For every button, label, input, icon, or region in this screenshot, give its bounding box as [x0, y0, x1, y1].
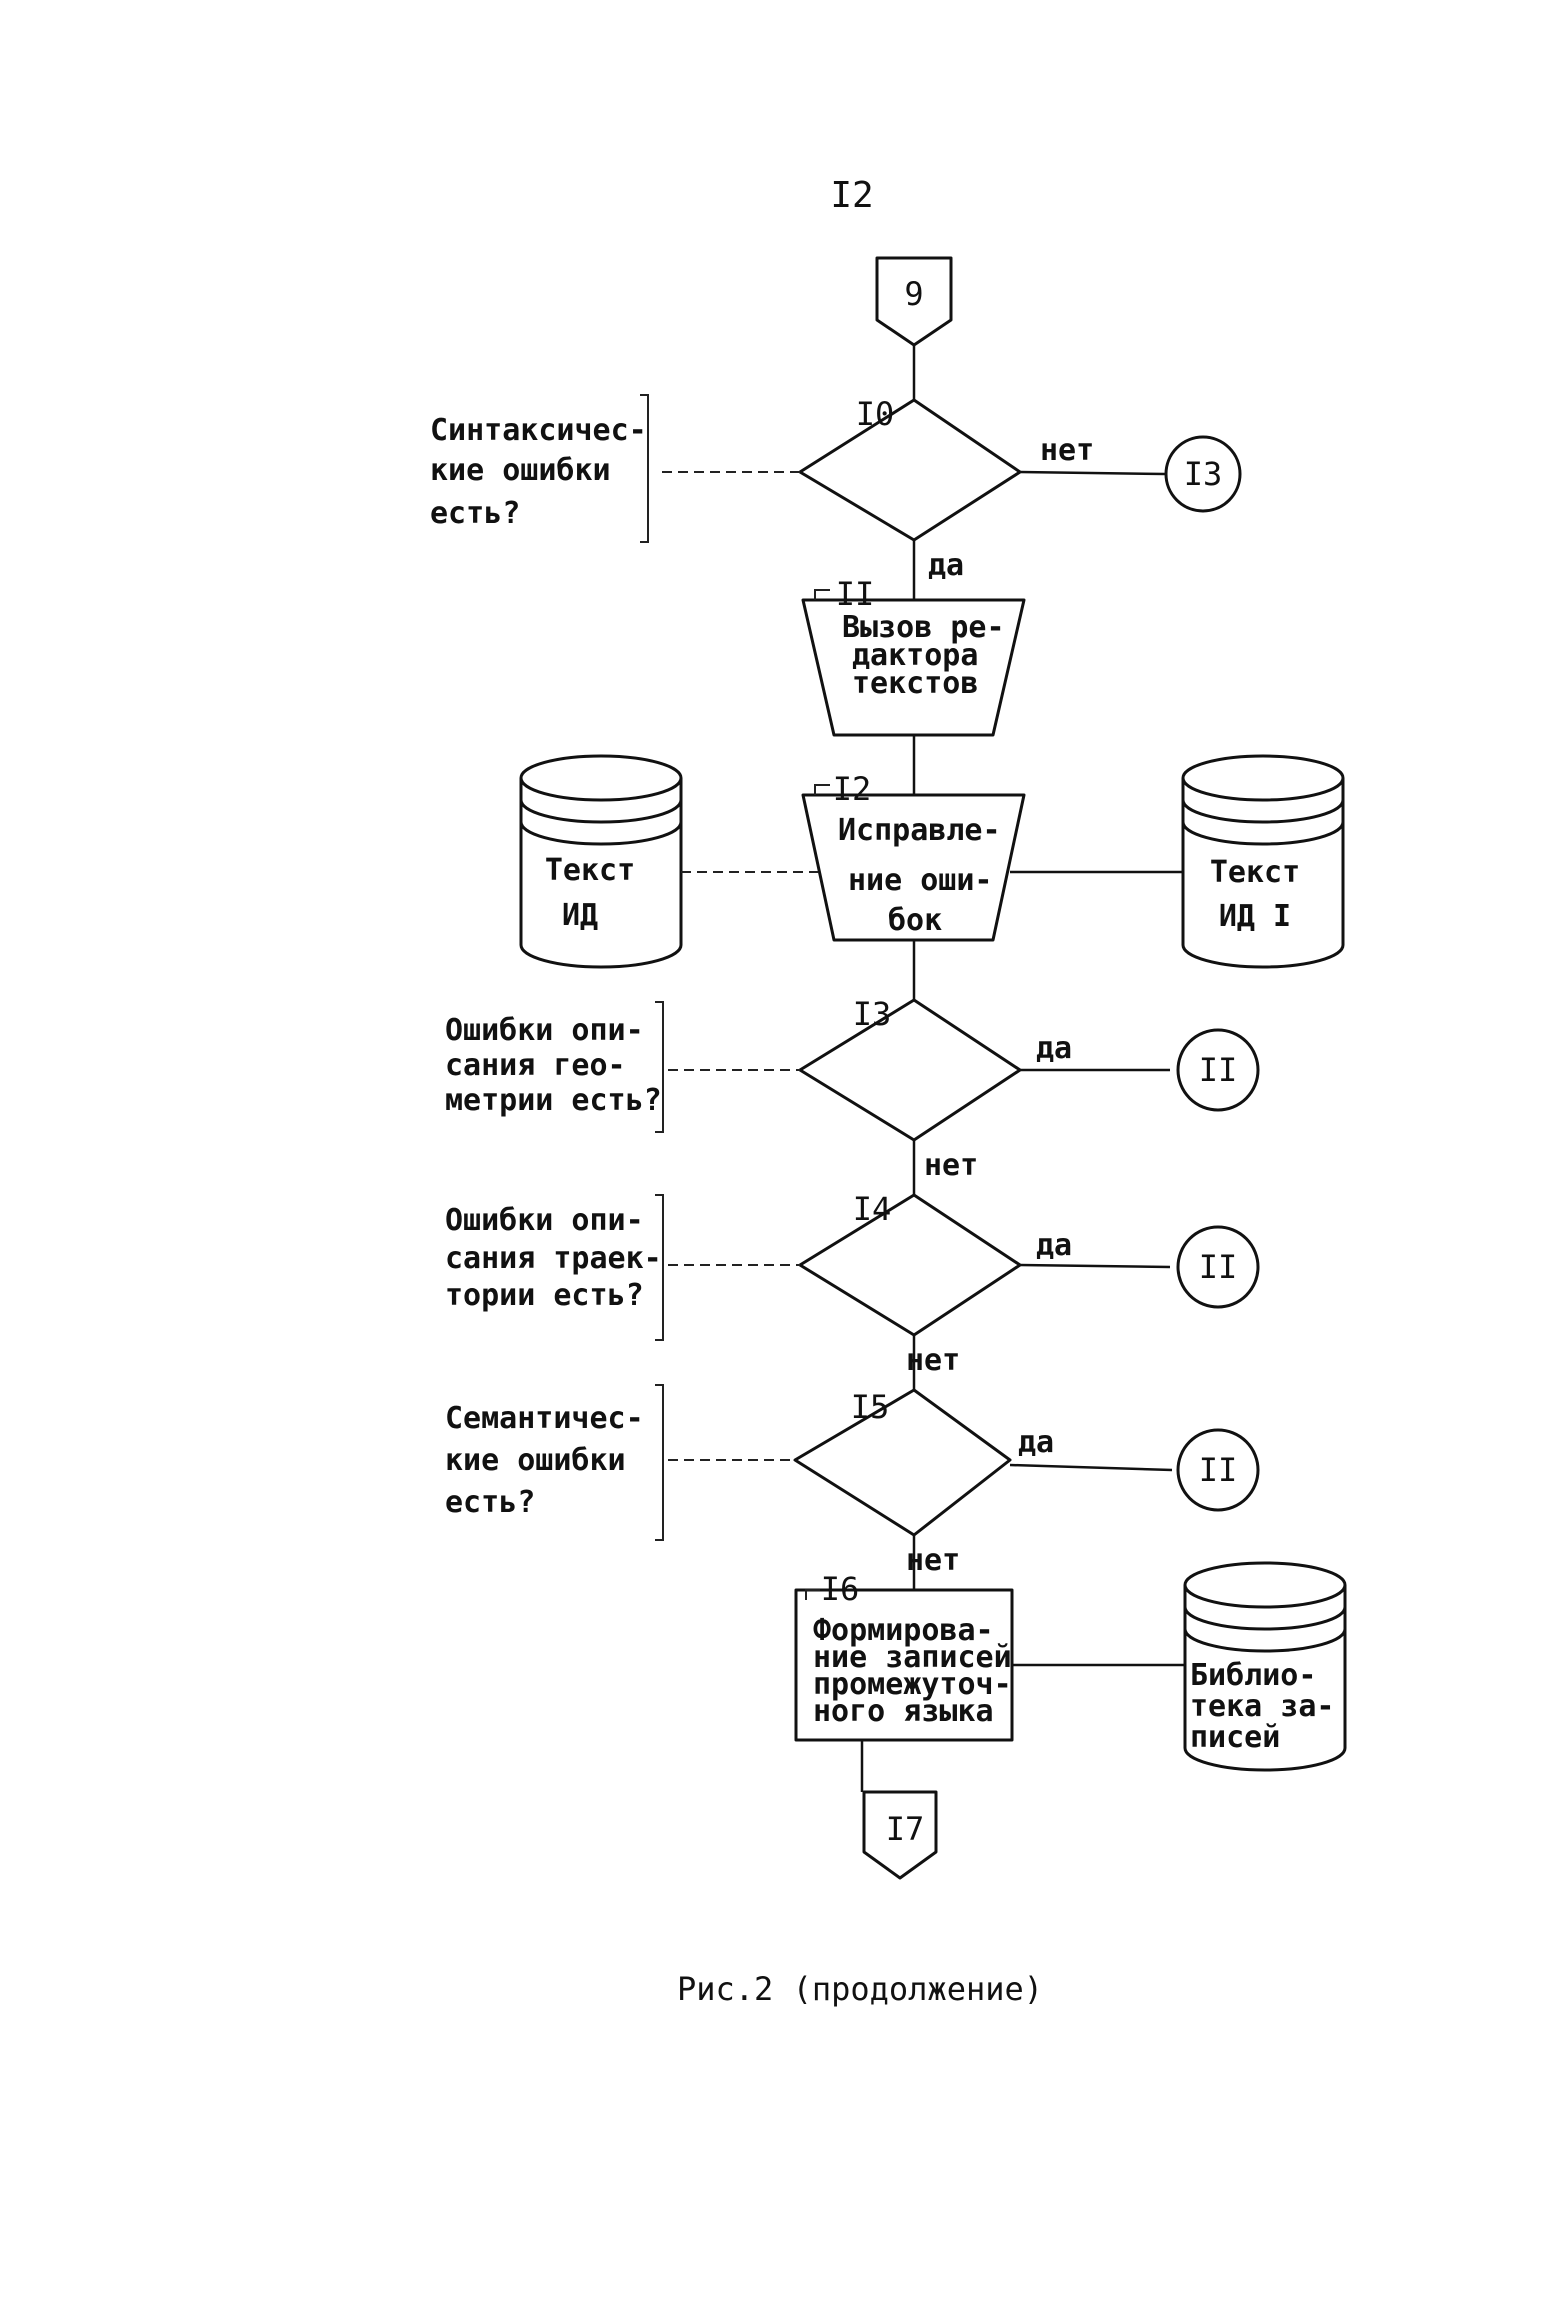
- comment-14: Ошибки опи- сания траек- тории есть?: [445, 1203, 662, 1313]
- storage-library: Библио- тека за- писей: [1183, 1561, 1347, 1772]
- connector-to-11-a-label: II: [1199, 1051, 1238, 1089]
- flow-line: [1009, 1463, 1173, 1472]
- svg-text:ного языка: ного языка: [813, 1694, 994, 1729]
- branch-label-14-yes: да: [1036, 1228, 1072, 1263]
- svg-text:ние записей: ние записей: [813, 1640, 1012, 1675]
- connector-to-13-label: I3: [1184, 455, 1223, 493]
- svg-text:текстов: текстов: [852, 666, 978, 701]
- comment-10: Синтаксичес- кие ошибки есть?: [430, 413, 647, 531]
- svg-text:Синтаксичес-: Синтаксичес-: [430, 413, 647, 448]
- block-16-text: Формирова- ние записей промежуточ- ного …: [813, 1613, 1012, 1729]
- block-14-number: I4: [853, 1190, 892, 1228]
- decision-block-15: [793, 1388, 1012, 1537]
- comment-13: Ошибки опи- сания гео- метрии есть?: [445, 1013, 662, 1118]
- svg-text:дактора: дактора: [852, 638, 978, 673]
- branch-label-13-yes: да: [1036, 1031, 1072, 1066]
- connector-top-label: 9: [904, 275, 923, 313]
- svg-text:ИД: ИД: [562, 898, 598, 933]
- svg-text:есть?: есть?: [445, 1485, 535, 1520]
- block-13-number: I3: [853, 995, 892, 1033]
- page-number: I2: [830, 175, 873, 216]
- flow-line: [1019, 470, 1166, 476]
- svg-text:ИД I: ИД I: [1219, 899, 1291, 934]
- connector-to-11-b-label: II: [1199, 1248, 1238, 1286]
- connector-to-11-a: [1176, 1028, 1260, 1112]
- svg-text:промежуточ-: промежуточ-: [813, 1667, 1012, 1702]
- offpage-connector-top: [875, 256, 953, 347]
- branch-label-14-no: нет: [906, 1343, 960, 1378]
- decision-block-10: [798, 398, 1022, 542]
- comment-bracket-10: [640, 394, 649, 543]
- svg-text:бок: бок: [888, 903, 942, 938]
- decision-block-14: [798, 1193, 1022, 1337]
- svg-text:кие ошибки: кие ошибки: [430, 453, 611, 488]
- block-12-text: Исправле- ние оши- бок: [838, 813, 1001, 938]
- svg-text:тории есть?: тории есть?: [445, 1278, 644, 1313]
- svg-text:Исправле-: Исправле-: [838, 813, 1001, 848]
- svg-text:Ошибки опи-: Ошибки опи-: [445, 1013, 644, 1048]
- block-16-number-mark: [805, 1589, 820, 1600]
- comment-15: Семантичес- кие ошибки есть?: [445, 1401, 644, 1520]
- branch-label-15-no: нет: [906, 1543, 960, 1578]
- block-11-number: II: [836, 575, 875, 613]
- svg-text:тека за-: тека за-: [1190, 1689, 1335, 1724]
- svg-text:кие ошибки: кие ошибки: [445, 1443, 626, 1478]
- block-10-number: I0: [856, 395, 895, 433]
- svg-text:писей: писей: [1190, 1720, 1280, 1755]
- figure-caption: Рис.2 (продолжение): [677, 1970, 1043, 2008]
- connector-to-13: [1164, 435, 1242, 513]
- svg-text:сания гео-: сания гео-: [445, 1048, 626, 1083]
- svg-text:Вызов ре-: Вызов ре-: [842, 610, 1005, 645]
- connector-bottom-label: I7: [886, 1810, 925, 1848]
- decision-block-13: [798, 998, 1022, 1142]
- branch-label-13-no: нет: [924, 1148, 978, 1183]
- storage-left: Текст ИД: [519, 754, 683, 969]
- branch-label-15-yes: да: [1018, 1425, 1054, 1460]
- connector-to-11-c-label: II: [1199, 1451, 1238, 1489]
- connector-to-11-c: [1176, 1428, 1260, 1512]
- connector-to-11-b: [1176, 1225, 1260, 1309]
- svg-text:Библио-: Библио-: [1190, 1658, 1316, 1693]
- svg-text:есть?: есть?: [430, 496, 520, 531]
- flow-line: [1019, 1263, 1171, 1269]
- svg-text:Формирова-: Формирова-: [813, 1613, 994, 1648]
- branch-label-10-yes: да: [928, 548, 964, 583]
- svg-text:метрии есть?: метрии есть?: [445, 1083, 662, 1118]
- block-15-number: I5: [851, 1388, 890, 1426]
- comment-bracket-13: [655, 1001, 664, 1133]
- block-12-number: I2: [833, 770, 872, 808]
- block-11-text: Вызов ре- дактора текстов: [842, 610, 1005, 701]
- svg-text:Ошибки опи-: Ошибки опи-: [445, 1203, 644, 1238]
- svg-text:ние оши-: ние оши-: [848, 863, 993, 898]
- comment-bracket-14: [655, 1194, 664, 1341]
- svg-text:Текст: Текст: [545, 853, 635, 888]
- branch-label-10-no: нет: [1040, 433, 1094, 468]
- storage-right: Текст ИД I: [1181, 754, 1345, 969]
- svg-text:Текст: Текст: [1210, 855, 1300, 890]
- comment-bracket-15: [655, 1384, 664, 1541]
- block-12-number-mark: [814, 784, 830, 795]
- block-16-number: I6: [821, 1570, 860, 1608]
- svg-text:Семантичес-: Семантичес-: [445, 1401, 644, 1436]
- manual-operation-block-11: [801, 598, 1026, 737]
- manual-operation-block-12: [801, 793, 1026, 942]
- block-11-number-mark: [814, 589, 830, 600]
- offpage-connector-bottom: [862, 1790, 938, 1880]
- svg-text:сания траек-: сания траек-: [445, 1241, 662, 1276]
